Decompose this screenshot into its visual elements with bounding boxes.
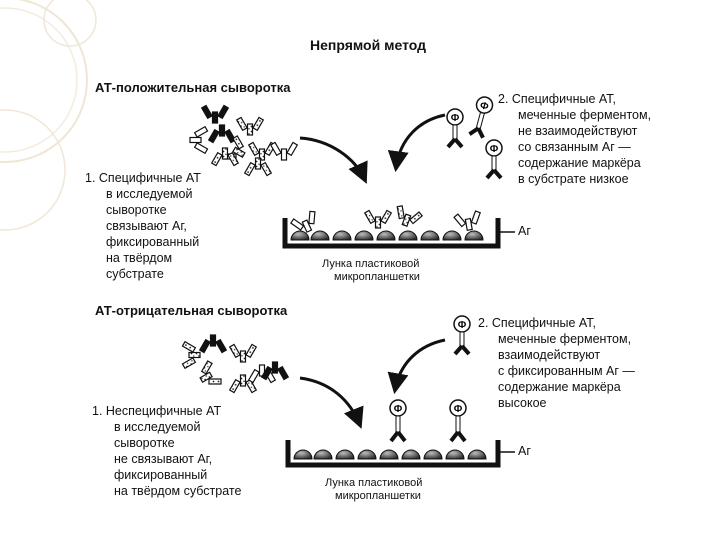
text-line: фиксированный xyxy=(106,235,200,249)
text-line: не взаимодействуют xyxy=(518,124,638,138)
text-line: со связанным Аг — xyxy=(518,140,631,154)
text-line: 1. Специфичные АТ xyxy=(85,171,201,185)
antigen-label: Аг xyxy=(518,224,531,238)
antibody-icon xyxy=(181,341,201,369)
enzyme-label: Ф xyxy=(490,144,499,155)
text-line: на твёрдом xyxy=(106,251,173,265)
antibody-icon xyxy=(201,104,229,124)
well-label: Лунка пластиковой xyxy=(325,477,423,489)
antigen-row-negative xyxy=(293,449,487,460)
text-line: 2. Специфичные АТ, xyxy=(478,316,596,330)
text-line: не связывают Аг, xyxy=(114,452,213,466)
positive-heading: АТ-положительная сыворотка xyxy=(95,80,291,95)
enzyme-label: Ф xyxy=(454,404,463,415)
antibody-icon xyxy=(244,157,272,177)
labeled-antibodies-positive: Ф Ф Ф xyxy=(446,96,503,180)
antibody-icon xyxy=(236,116,264,136)
text-line: сыворотке xyxy=(106,203,167,217)
text-line: содержание маркёра xyxy=(498,380,621,394)
arrow-icon xyxy=(299,376,364,429)
text-line: субстрате xyxy=(106,267,164,281)
well-label: микропланшетки xyxy=(334,271,420,283)
antibody-icon xyxy=(261,361,289,381)
text-line: в исследуемой xyxy=(106,187,193,201)
antibody-icon xyxy=(194,359,224,393)
arrow-icon xyxy=(299,136,368,184)
enzyme-label: Ф xyxy=(458,320,467,331)
text-line: 2. Специфичные АТ, xyxy=(498,92,616,106)
text-line: содержание маркёра xyxy=(518,156,641,170)
antigen-label: Аг xyxy=(518,444,531,458)
text-line: сыворотке xyxy=(114,436,175,450)
serum-antibodies-negative xyxy=(181,334,289,394)
enzyme-label: Ф xyxy=(479,100,491,113)
arrow-icon xyxy=(387,113,446,173)
labeled-antibody-top-negative: Ф xyxy=(453,315,471,356)
well-label: Лунка пластиковой xyxy=(322,258,420,270)
text-line: на твёрдом субстрате xyxy=(114,484,242,498)
text-line: меченные ферментом, xyxy=(518,108,652,122)
text-line: меченные ферментом, xyxy=(498,332,632,346)
text-line: в исследуемой xyxy=(114,420,201,434)
text-line: фиксированный xyxy=(114,468,208,482)
bound-labeled-antibodies-negative: Ф Ф xyxy=(389,399,467,443)
text-line: взаимодействуют xyxy=(498,348,601,362)
text-line: 1. Неспецифичные АТ xyxy=(92,404,222,418)
antibody-icon xyxy=(208,124,236,144)
page-title: Непрямой метод xyxy=(310,37,426,53)
enzyme-label: Ф xyxy=(394,404,403,415)
antibody-icon xyxy=(199,334,227,354)
arrow-icon xyxy=(387,338,446,395)
text-line: высокое xyxy=(498,396,547,410)
text-line: с фиксированным Аг — xyxy=(498,364,635,378)
negative-heading: АТ-отрицательная сыворотка xyxy=(95,303,288,318)
antibody-icon xyxy=(189,126,209,154)
antibody-icon xyxy=(229,343,257,363)
antibody-icon xyxy=(270,141,298,161)
serum-antibodies-positive xyxy=(189,104,298,177)
text-line: в субстрате низкое xyxy=(518,172,629,186)
antibody-icon xyxy=(248,364,276,384)
enzyme-label: Ф xyxy=(451,113,460,124)
antigen-row-positive xyxy=(290,230,484,241)
well-label: микропланшетки xyxy=(335,490,421,502)
text-line: связывают Аг, xyxy=(106,219,187,233)
